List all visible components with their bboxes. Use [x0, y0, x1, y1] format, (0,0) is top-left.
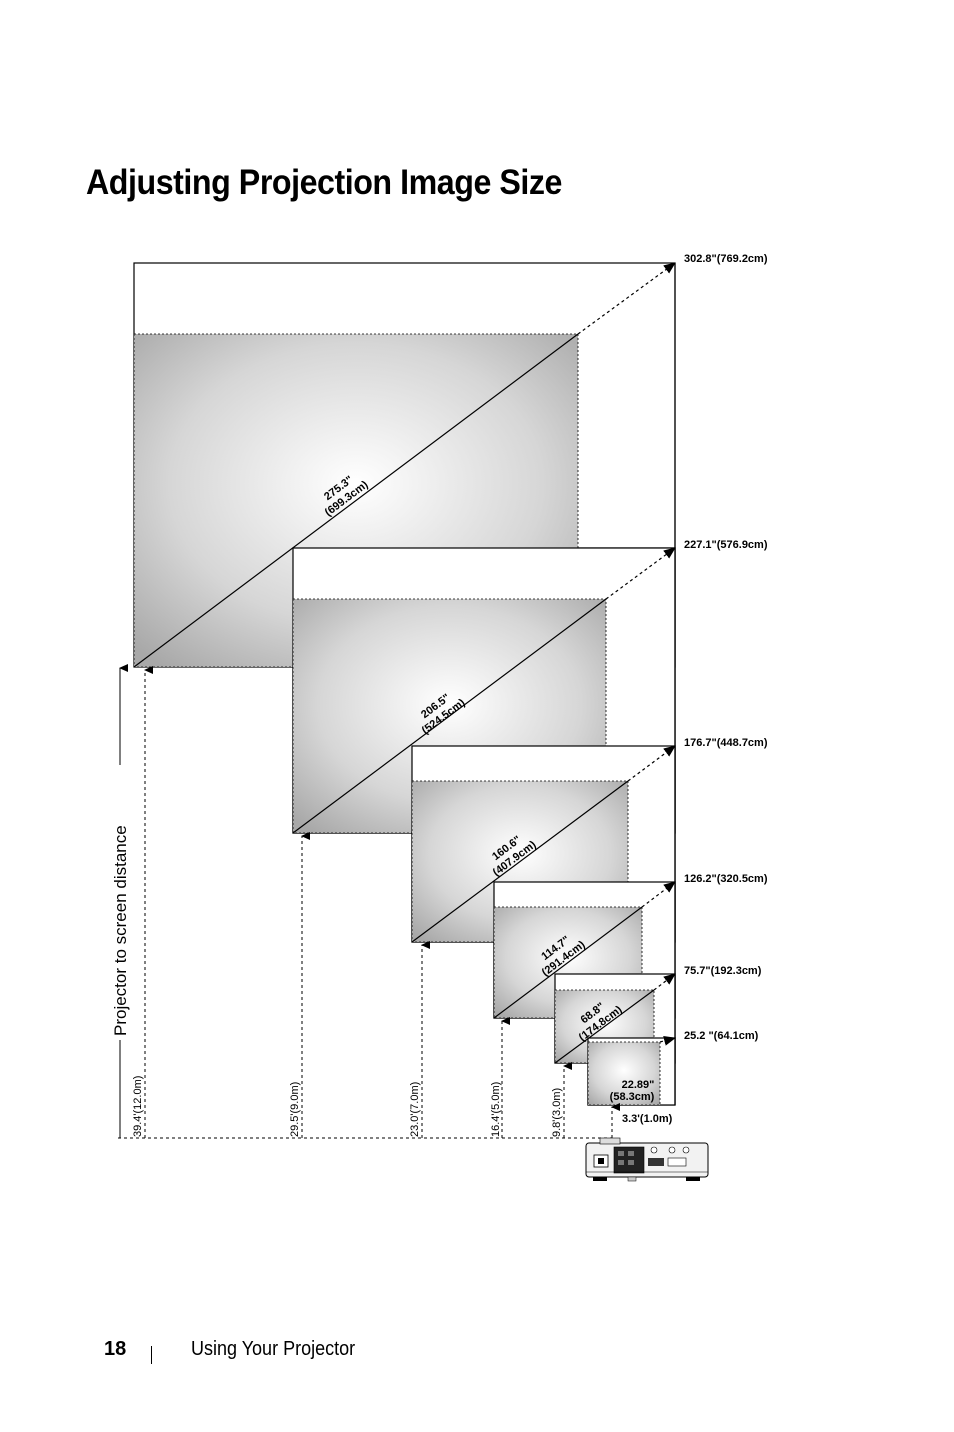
page-number: 18 — [104, 1338, 127, 1360]
diagonal-169-label-1: 302.8"(769.2cm) — [684, 253, 768, 265]
distance-label-4: 16.4'(5.0m) — [490, 1082, 502, 1137]
diagonal-169-label-6: 25.2 "(64.1cm) — [684, 1030, 759, 1042]
distance-arrows — [144, 666, 620, 1138]
diagonal-lines — [133, 262, 676, 1064]
projector-icon — [585, 1137, 709, 1182]
distance-label-6: 3.3'(1.0m) — [622, 1113, 673, 1125]
diagonal-169-label-2: 227.1"(576.9cm) — [684, 539, 768, 551]
diagonal-169-label-3: 176.7"(448.7cm) — [684, 737, 768, 749]
distance-label-2: 29.5'(9.0m) — [289, 1082, 301, 1137]
footer-section-title: Using Your Projector — [191, 1338, 356, 1360]
distance-label-1: 39.4'(12.0m) — [132, 1076, 144, 1137]
distance-label-5: 9.8'(3.0m) — [551, 1088, 563, 1137]
diagonal-43-label-6: 22.89" — [622, 1079, 655, 1091]
screen-image-6 — [587, 1041, 661, 1106]
distance-labels: 39.4'(12.0m) 29.5'(9.0m) 23.0'(7.0m) 16.… — [132, 1076, 673, 1137]
distance-label-3: 23.0'(7.0m) — [409, 1082, 421, 1137]
page-title: Adjusting Projection Image Size — [86, 163, 562, 202]
distance-axis-title: Projector to screen distance — [111, 825, 130, 1036]
diagonal-43-cm-label-6: (58.3cm) — [610, 1091, 655, 1103]
diagonal-169-labels: 302.8"(769.2cm) 227.1"(576.9cm) 176.7"(4… — [684, 253, 768, 1042]
footer-separator — [151, 1346, 152, 1364]
diagonal-169-label-4: 126.2"(320.5cm) — [684, 873, 768, 885]
diagonal-169-label-5: 75.7"(192.3cm) — [684, 965, 762, 977]
